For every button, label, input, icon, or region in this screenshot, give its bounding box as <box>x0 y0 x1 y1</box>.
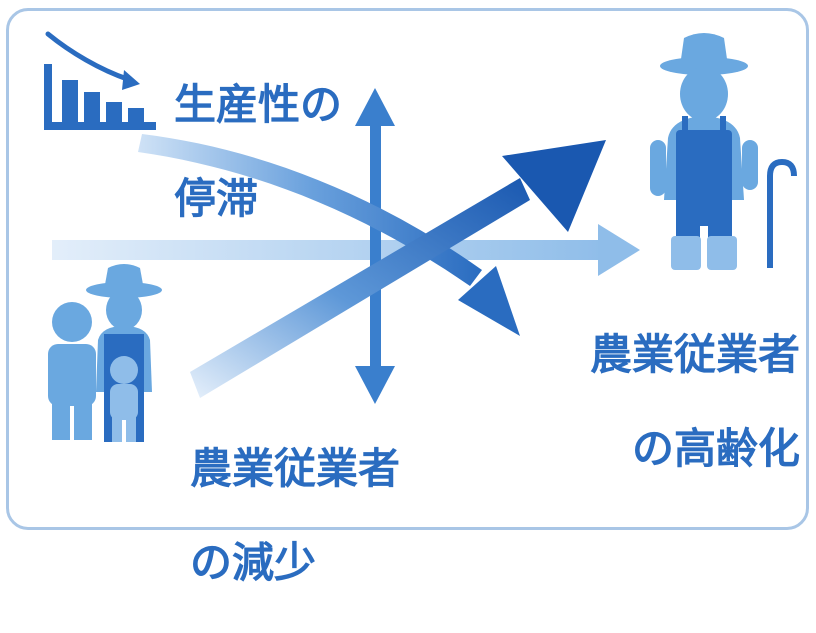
label-productivity-stagnation: 生産性の 停滞 <box>174 34 342 269</box>
label-farmer-aging: 農業従業者 の高齢化 <box>560 284 800 519</box>
label-aging-line2: の高齢化 <box>631 424 800 474</box>
declining-bar-chart-icon <box>44 31 156 130</box>
diagram-art <box>44 31 797 442</box>
label-aging-line1: 農業従業者 <box>589 330 800 380</box>
label-farmer-decline: 農業従業者 の減少 <box>190 398 400 633</box>
label-decline-line2: の減少 <box>190 538 317 588</box>
vertical-arrow <box>355 88 395 404</box>
label-productivity-line1: 生産性の <box>174 80 343 130</box>
label-decline-line1: 農業従業者 <box>190 444 401 494</box>
rising-arrow <box>190 140 606 398</box>
descending-curve-arrow <box>138 134 520 336</box>
horizontal-arrow <box>52 224 640 276</box>
label-productivity-line2: 停滞 <box>174 174 259 224</box>
elderly-farmer-icon <box>650 33 797 270</box>
farmer-family-icon <box>48 264 162 442</box>
